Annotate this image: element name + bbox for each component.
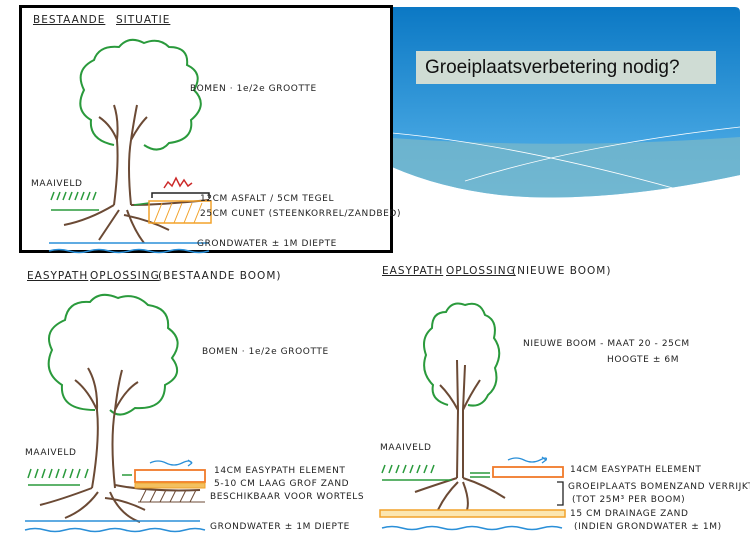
groundwater-lines (48, 242, 210, 254)
existing-tree-label: BOMEN · 1e/2e GROOTTE (190, 84, 317, 94)
banner-wave (392, 137, 740, 198)
existing-layer-2: 25CM CUNET (STEENKORREL/ZANDBED) (200, 209, 402, 219)
groundwater-lines (381, 525, 563, 531)
ep-new-layer-3: 15 CM DRAINAGE ZAND (570, 509, 689, 519)
tree-trunk (98, 104, 148, 206)
ep-existing-layer-3: BESCHIKBAAR VOOR WORTELS (210, 492, 365, 502)
ep-existing-ground-label: MAAIVELD (25, 448, 77, 458)
tree-roots (414, 477, 506, 511)
ep-new-tree-label-2: HOOGTE ± 6M (607, 355, 680, 365)
ep-new-tree-drawing (379, 302, 566, 531)
ep-new-heading-1: EASYPATH (382, 265, 444, 277)
tree-canopy (79, 38, 202, 151)
existing-tree-drawing (48, 38, 212, 254)
ep-new-layer-3b: (INDIEN GRONDWATER ± 1M) (574, 522, 722, 532)
existing-heading-1: BESTAANDE (33, 14, 106, 26)
grass (27, 468, 132, 486)
growth-zone-bracket (557, 481, 564, 506)
ep-existing-layer-2: 5-10 CM LAAG GROF ZAND (214, 479, 350, 489)
ep-new-ground-label: MAAIVELD (380, 443, 432, 453)
coarse-sand-layer (134, 482, 206, 489)
tree-roots (63, 199, 210, 244)
cunet-layer (148, 200, 212, 224)
ep-existing-tree-drawing (24, 293, 206, 533)
ep-existing-groundwater: GRONDWATER ± 1M DIEPTE (210, 522, 350, 532)
easypath-existing-tree-panel: EASYPATH OPLOSSING (BESTAANDE BOOM) BOME… (0, 260, 380, 538)
tree-roots (39, 484, 201, 523)
grass (50, 191, 150, 211)
ep-existing-heading-1: EASYPATH (27, 270, 89, 282)
pavement (151, 192, 210, 198)
grass (381, 464, 490, 481)
ep-new-tree-label-1: NIEUWE BOOM - MAAT 20 - 25CM (523, 339, 690, 349)
existing-layer-1: 12CM ASFALT / 5CM TEGEL (200, 194, 335, 204)
root-zone-hatch (138, 489, 205, 503)
easypath-element (492, 466, 564, 478)
ep-new-layer-2b: (TOT 25M³ PER BOOM) (572, 495, 686, 505)
ep-existing-heading-3: (BESTAANDE BOOM) (158, 270, 282, 282)
ep-new-layer-1: 14CM EASYPATH ELEMENT (570, 465, 702, 475)
tree-canopy (423, 302, 501, 407)
ep-new-heading-2: OPLOSSING (446, 265, 516, 277)
ep-new-heading-3: (NIEUWE BOOM) (512, 265, 612, 277)
existing-situation-panel: BESTAANDE SITUATIE BOMEN · 1e/2e GROOTTE… (19, 5, 400, 254)
crack (163, 176, 193, 189)
groundwater-lines (24, 520, 206, 533)
tree-trunk (439, 359, 481, 479)
ep-existing-tree-label: BOMEN · 1e/2e GROOTTE (202, 347, 329, 357)
tree-trunk (74, 367, 139, 489)
existing-groundwater: GRONDWATER ± 1M DIEPTE (197, 239, 337, 249)
drainage-sand-layer (379, 509, 566, 518)
ep-new-layer-2: GROEIPLAATS BOMENZAND VERRIJKT (568, 482, 750, 492)
water-flow-arrow (149, 459, 193, 467)
easypath-new-tree-panel: EASYPATH OPLOSSING (NIEUWE BOOM) NIEUWE … (370, 260, 750, 538)
water-flow-arrow (507, 456, 548, 464)
ep-existing-heading-2: OPLOSSING (90, 270, 160, 282)
easypath-element (134, 469, 206, 483)
banner-line-1 (391, 132, 681, 191)
tree-canopy (47, 293, 179, 416)
slide-title: Groeiplaatsverbetering nodig? (416, 51, 716, 84)
existing-heading-2: SITUATIE (116, 14, 171, 26)
existing-ground-label: MAAIVELD (31, 179, 83, 189)
cunet-hatch (153, 202, 203, 224)
ep-existing-layer-1: 14CM EASYPATH ELEMENT (214, 466, 346, 476)
banner-line-2 (464, 126, 741, 182)
